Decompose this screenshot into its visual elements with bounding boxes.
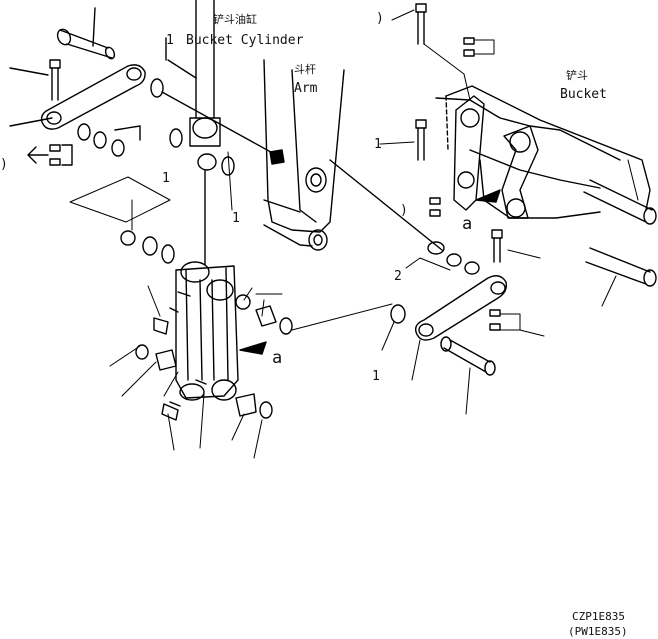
arrow-a-left <box>239 341 267 355</box>
callout-1-cylinder-right: 1 <box>232 211 240 226</box>
arm-body <box>263 59 443 251</box>
bucket-cylinder-en-label: Bucket Cylinder <box>186 33 304 48</box>
callout-a-right: a <box>462 214 473 234</box>
bolt-top-left <box>9 59 61 101</box>
pin-bottom-right <box>440 336 496 415</box>
callout-1-bucket-cylinder: 1 <box>166 33 174 48</box>
paren-top-right: ) <box>376 11 384 26</box>
callout-1-bottom-washer: 1 <box>372 369 380 384</box>
leader-bracket-left <box>69 176 171 223</box>
callout-1-right-bolt: 1 <box>374 137 382 152</box>
figure-code-primary: CZP1E835 <box>572 610 625 623</box>
link-bottom-right <box>390 275 508 341</box>
arrow-a-right <box>475 189 501 203</box>
bolts-bucket <box>415 3 545 337</box>
bucket-cylinder-rod <box>165 0 221 171</box>
washers-top-left <box>9 117 125 157</box>
paren-left: ) <box>0 157 8 172</box>
bucket-cn-label: 铲斗 <box>566 69 588 82</box>
bucket-en-label: Bucket <box>560 87 607 102</box>
bucket-cylinder-cn-label: 铲斗油缸 <box>213 13 257 26</box>
bushing-parts <box>120 230 293 419</box>
link-plate-top-left <box>40 64 146 130</box>
callout-1-cylinder-left: 1 <box>162 171 170 186</box>
pin-end-cap <box>269 149 285 165</box>
link-pin-top-left <box>56 7 116 60</box>
pins-bucket <box>583 159 657 307</box>
paren-mid-right: ) <box>400 203 408 218</box>
washers-right <box>405 241 480 275</box>
arm-en-label: Arm <box>294 81 318 96</box>
leaders-center <box>109 151 393 459</box>
callout-2-washers: 2 <box>394 269 402 284</box>
link-plate-bucket <box>453 95 539 219</box>
bucket-body <box>435 85 651 219</box>
callout-a-left: a <box>272 348 283 368</box>
leaders-right <box>379 9 421 381</box>
figure-code-secondary: (PW1E835) <box>568 625 628 638</box>
link-assembly <box>153 169 239 421</box>
arm-cn-label: 斗杆 <box>294 63 316 76</box>
nuts-top-left <box>27 125 141 166</box>
